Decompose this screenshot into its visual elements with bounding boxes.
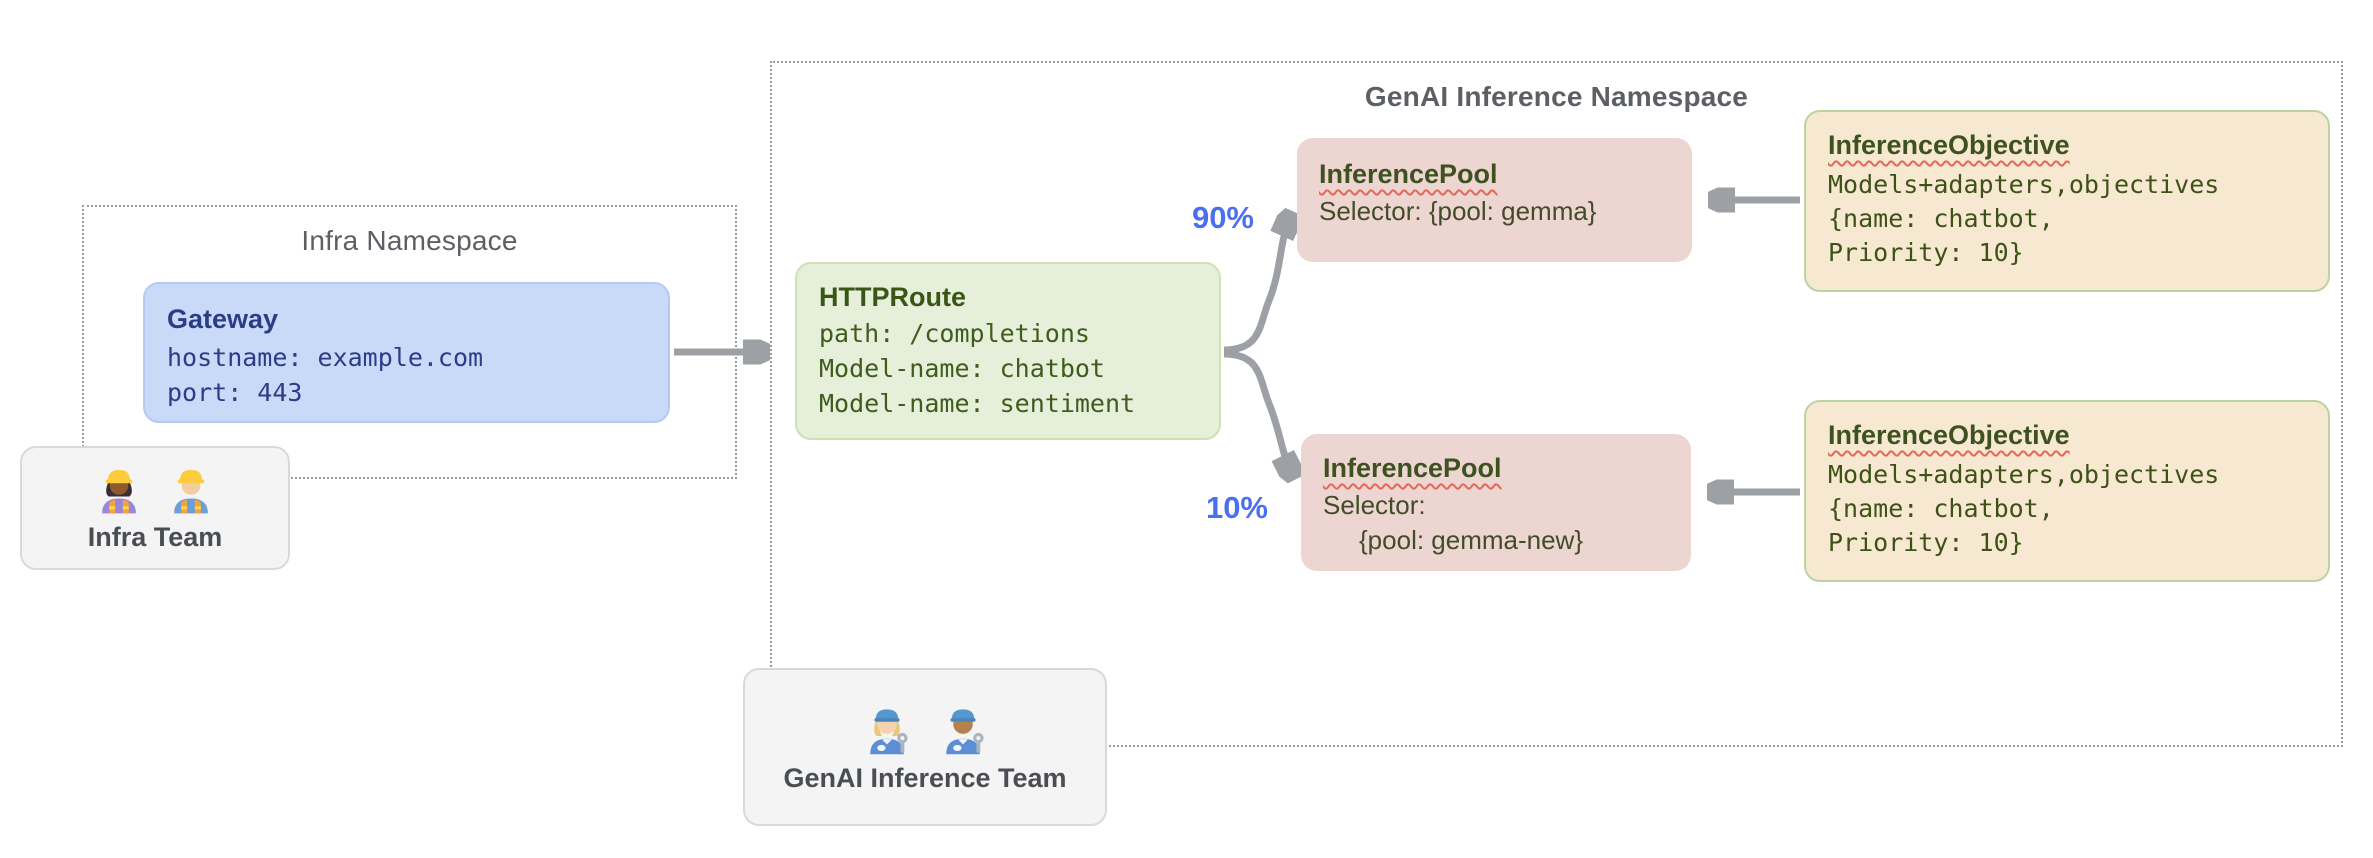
woman-construction-worker-icon: [102, 469, 136, 513]
gateway-node: Gateway hostname: example.com port: 443: [143, 282, 670, 423]
gateway-hostname-line: hostname: example.com: [167, 343, 484, 372]
traffic-weight-90-label: 90%: [1191, 200, 1254, 235]
inference-pool-1-selector-line: Selector: {pool: gemma}: [1319, 196, 1597, 226]
httproute-path-line: path: /completions: [819, 319, 1090, 348]
httproute-node: HTTPRoute path: /completions Model-name:…: [795, 262, 1221, 440]
inference-pool-1-node: InferencePool Selector: {pool: gemma}: [1297, 138, 1692, 262]
inference-pool-2-title: InferencePool: [1323, 453, 1502, 483]
genai-namespace-title: GenAI Inference Namespace: [1364, 81, 1749, 112]
objective-1-models-line: Models+adapters,objectives: [1828, 170, 2220, 199]
infra-team-card: Infra Team: [20, 446, 290, 570]
infra-namespace-box: Infra Namespace: [82, 205, 737, 479]
inference-pool-2-selector-line: Selector:: [1323, 490, 1426, 520]
inference-pool-2-node: InferencePool Selector: {pool: gemma-new…: [1301, 434, 1691, 571]
woman-mechanic-icon: [870, 708, 908, 754]
inference-pool-1-title: InferencePool: [1319, 159, 1498, 189]
objective-2-name-line: {name: chatbot,: [1828, 494, 2054, 523]
infra-team-icons: [93, 464, 217, 516]
gateway-port-line: port: 443: [167, 378, 303, 407]
gateway-title: Gateway: [167, 304, 279, 334]
infra-team-label: Infra Team: [87, 521, 223, 552]
arrow-httproute-to-pool-1: [1223, 215, 1291, 354]
traffic-weight-10-label: 10%: [1205, 490, 1268, 525]
infra-namespace-title: Infra Namespace: [301, 225, 518, 256]
httproute-model-chatbot-line: Model-name: chatbot: [819, 354, 1105, 383]
genai-team-label: GenAI Inference Team: [783, 762, 1067, 793]
objective-2-models-line: Models+adapters,objectives: [1828, 460, 2220, 489]
httproute-title: HTTPRoute: [819, 282, 966, 312]
inference-pool-2-selector-value-line: {pool: gemma-new}: [1359, 525, 1584, 555]
genai-namespace-box: GenAI Inference Namespace: [770, 61, 2343, 747]
arrow-httproute-to-pool-2: [1223, 350, 1293, 476]
objective-1-name-line: {name: chatbot,: [1828, 204, 2054, 233]
genai-inference-team-card: GenAI Inference Team: [743, 668, 1107, 826]
objective-1-priority-line: Priority: 10}: [1828, 238, 2024, 267]
objective-2-priority-line: Priority: 10}: [1828, 528, 2024, 557]
genai-team-icons: [859, 701, 991, 757]
inference-objective-2-node: InferenceObjective Models+adapters,objec…: [1804, 400, 2330, 582]
inference-objective-2-title: InferenceObjective: [1828, 420, 2070, 450]
inference-objective-1-title: InferenceObjective: [1828, 130, 2070, 160]
inference-objective-1-node: InferenceObjective Models+adapters,objec…: [1804, 110, 2330, 292]
man-mechanic-icon: [946, 708, 984, 754]
httproute-model-sentiment-line: Model-name: sentiment: [819, 389, 1136, 418]
man-construction-worker-icon: [174, 469, 208, 513]
